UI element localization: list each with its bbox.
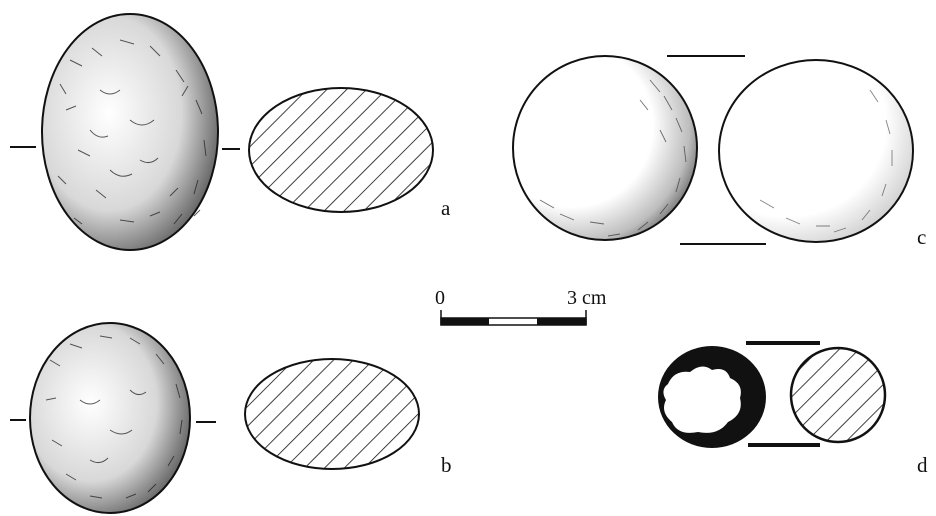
- artifact-c-drawing: [512, 55, 914, 245]
- label-a: a: [441, 196, 451, 220]
- scale-start-label: 0: [435, 287, 445, 309]
- label-b: b: [441, 453, 452, 477]
- scale-bar: [440, 310, 587, 326]
- label-c: c: [917, 225, 927, 249]
- artifact-a-section: [248, 87, 434, 213]
- scale-end-label: 3 cm: [567, 287, 607, 309]
- label-d: d: [917, 453, 928, 477]
- artifact-b-section: [244, 358, 420, 470]
- artifact-d-drawing: [658, 341, 887, 448]
- artifact-b-drawing: [10, 322, 216, 514]
- artifact-a-drawing: [10, 13, 240, 251]
